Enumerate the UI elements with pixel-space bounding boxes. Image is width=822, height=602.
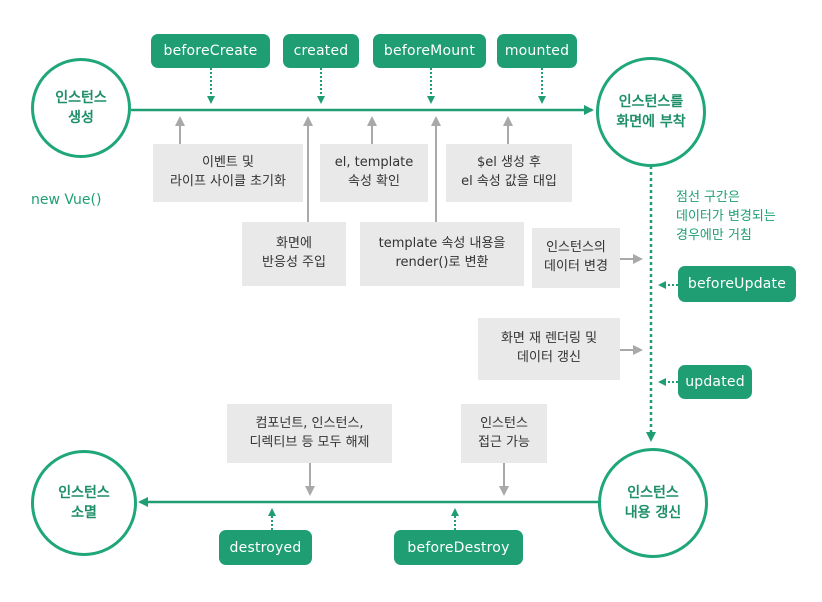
node-instance-destroy: 인스턴스 소멸: [31, 450, 137, 556]
note-data-change: 인스턴스의 데이터 변경: [532, 228, 620, 288]
note-events-lifecycle: 이벤트 및 라이프 사이클 초기화: [153, 144, 303, 202]
note-reactivity: 화면에 반응성 주입: [242, 222, 346, 286]
hook-before-create: beforeCreate: [151, 34, 270, 68]
hook-before-destroy: beforeDestroy: [394, 530, 523, 565]
hook-before-update: beforeUpdate: [678, 266, 796, 302]
node-instance-create-label: 인스턴스 생성: [55, 89, 107, 126]
node-instance-create: 인스턴스 생성: [31, 58, 131, 158]
note-rerender: 화면 재 렌더링 및 데이터 갱신: [478, 318, 620, 380]
hook-updated: updated: [678, 365, 752, 399]
note-el-create: $el 생성 후 el 속성 값을 대입: [446, 144, 572, 202]
note-template-render: template 속성 내용을 render()로 변환: [360, 222, 524, 286]
node-instance-update-label: 인스턴스 내용 갱신: [624, 484, 682, 521]
hook-mounted: mounted: [497, 34, 577, 68]
node-instance-update: 인스턴스 내용 갱신: [598, 448, 708, 558]
node-instance-mount: 인스턴스를 화면에 부착: [596, 57, 706, 167]
label-dashed-note: 점선 구간은 데이터가 변경되는 경우에만 거침: [676, 190, 776, 243]
hook-before-mount: beforeMount: [373, 34, 486, 68]
note-el-template: el, template 속성 확인: [320, 144, 428, 202]
hook-destroyed: destroyed: [219, 530, 312, 565]
node-instance-destroy-label: 인스턴스 소멸: [58, 484, 110, 521]
note-accessible: 인스턴스 접근 가능: [461, 404, 547, 463]
note-teardown: 컴포넌트, 인스턴스, 디렉티브 등 모두 해제: [227, 404, 392, 463]
label-new-vue: new Vue(): [31, 192, 102, 208]
node-instance-mount-label: 인스턴스를 화면에 부착: [616, 93, 686, 130]
hook-created: created: [283, 34, 359, 68]
